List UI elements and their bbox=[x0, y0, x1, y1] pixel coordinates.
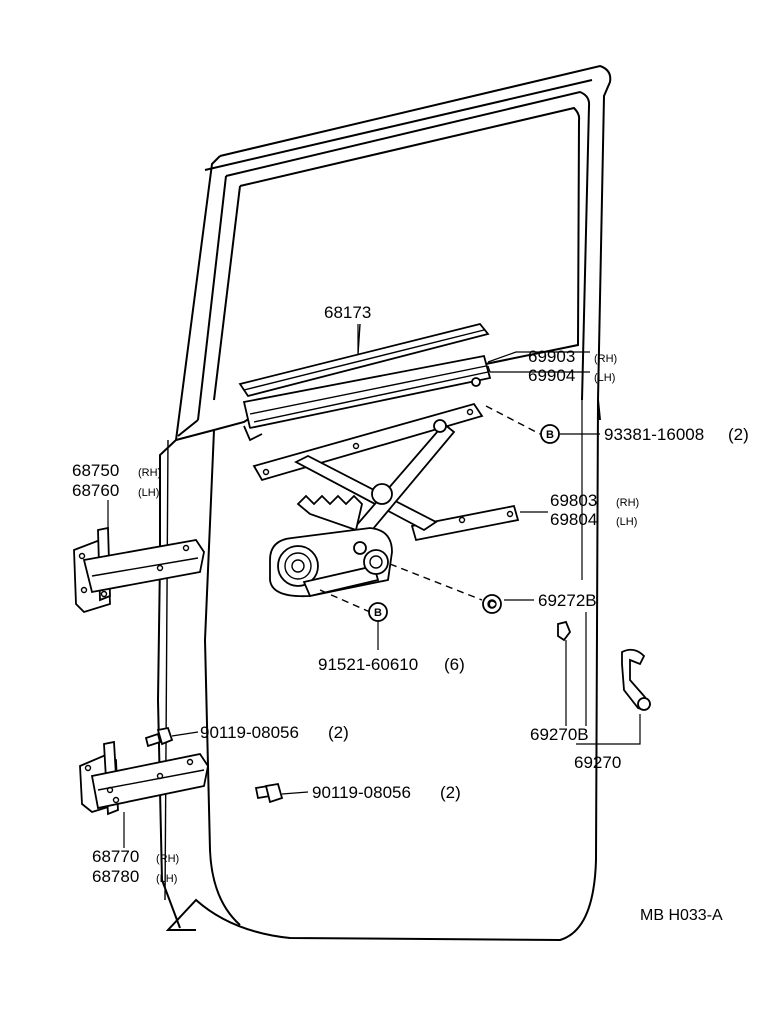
diagram-reference: MB H033-A bbox=[640, 907, 723, 924]
label-68770: 68770 bbox=[92, 847, 139, 866]
label-93381-16008: 93381-16008 bbox=[604, 425, 704, 444]
marker-b-bottom: B bbox=[368, 602, 388, 622]
svg-text:B: B bbox=[374, 607, 382, 619]
label-69904: 69904 bbox=[528, 366, 575, 385]
marker-c-washer: C bbox=[488, 599, 496, 611]
label-69903-rh: (RH) bbox=[594, 353, 617, 365]
regulator-handle-part bbox=[621, 648, 651, 711]
svg-text:C: C bbox=[488, 599, 496, 611]
label-69804: 69804 bbox=[550, 510, 597, 529]
upper-hinge-part bbox=[73, 526, 205, 614]
label-68760: 68760 bbox=[72, 481, 119, 500]
label-69803-rh: (RH) bbox=[616, 497, 639, 509]
label-69904-lh: (LH) bbox=[594, 372, 615, 384]
marker-b-top: B bbox=[540, 424, 560, 444]
label-68780-lh: (LH) bbox=[156, 873, 177, 885]
label-68173: 68173 bbox=[324, 303, 371, 322]
label-91521-60610: 91521-60610 bbox=[318, 655, 418, 674]
label-90119-08056-upper-qty: (2) bbox=[328, 723, 349, 742]
label-69803: 69803 bbox=[550, 491, 597, 510]
label-68750: 68750 bbox=[72, 461, 119, 480]
label-69272b: 69272B bbox=[538, 591, 597, 610]
hinge-bolt-lower-part bbox=[254, 782, 284, 804]
label-69270: 69270 bbox=[574, 753, 621, 772]
label-68760-lh: (LH) bbox=[138, 487, 159, 499]
label-69903: 69903 bbox=[528, 347, 575, 366]
label-93381-16008-qty: (2) bbox=[728, 425, 749, 444]
label-91521-60610-qty: (6) bbox=[444, 655, 465, 674]
leader-lines bbox=[107, 324, 641, 848]
hinge-bolt-upper-part bbox=[144, 726, 174, 748]
window-regulator-part bbox=[252, 402, 520, 598]
label-69270b: 69270B bbox=[530, 725, 589, 744]
run-channel-part bbox=[238, 322, 490, 398]
label-68770-rh: (RH) bbox=[156, 853, 179, 865]
label-90119-08056-upper: 90119-08056 bbox=[200, 723, 299, 742]
svg-text:B: B bbox=[546, 429, 554, 441]
washer-part bbox=[482, 594, 502, 614]
label-69804-lh: (LH) bbox=[616, 516, 637, 528]
glass-guide-part bbox=[242, 354, 492, 442]
label-90119-08056-lower-qty: (2) bbox=[440, 783, 461, 802]
handle-clip-part bbox=[557, 620, 572, 642]
label-90119-08056-lower: 90119-08056 bbox=[312, 783, 411, 802]
label-68750-rh: (RH) bbox=[138, 467, 161, 479]
lower-hinge-part bbox=[79, 740, 209, 816]
label-68780: 68780 bbox=[92, 867, 139, 886]
door-panel bbox=[156, 64, 612, 942]
